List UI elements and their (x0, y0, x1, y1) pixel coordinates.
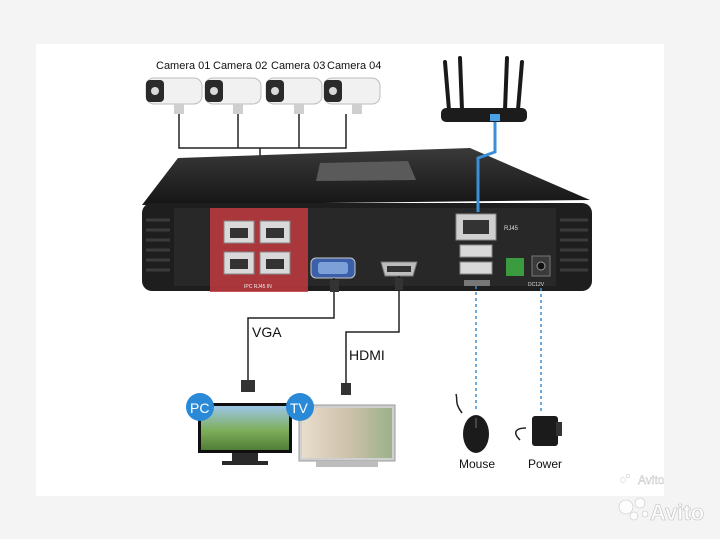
camera-label: Camera 01 (156, 60, 210, 72)
poe-ports-label: IPC RJ45 IN (244, 284, 272, 290)
usb-power-links (475, 286, 542, 412)
avito-logo-circle (629, 511, 639, 521)
router-body (441, 108, 527, 122)
avito-logo-circle (618, 499, 634, 515)
avito-watermark: Avito Avito (618, 473, 704, 525)
rj45-label: RJ45 (504, 226, 519, 232)
hdmi-plug-bottom (341, 383, 351, 395)
tv-badge-label: TV (290, 400, 309, 416)
ethernet-link (476, 122, 497, 212)
avito-logo-circle (634, 497, 646, 509)
nvr-top-vent (316, 161, 416, 181)
pc-monitor-screen (201, 406, 289, 450)
pc-monitor-stand (232, 453, 258, 461)
tv-screen: TV (286, 393, 396, 467)
camera-mount (352, 104, 362, 114)
poe-port-slots (230, 228, 284, 269)
avito-logo-circle (641, 510, 649, 518)
router (441, 56, 527, 122)
pc-monitor-base (222, 461, 268, 465)
tv-display (302, 408, 392, 458)
mouse-body (463, 415, 489, 453)
vga-cable (247, 278, 335, 380)
camera-lens (329, 87, 337, 95)
power-adapter-plug (556, 422, 562, 436)
alarm-terminal (506, 258, 524, 276)
camera-lens (210, 87, 218, 95)
vga-plug-top (330, 280, 339, 292)
vga-plug-bottom (241, 380, 255, 392)
camera-label: Camera 04 (327, 60, 381, 72)
dc-label: DC12V (528, 282, 545, 288)
mouse-cord (455, 393, 463, 414)
camera-01: Camera 01 (145, 60, 210, 114)
router-antenna (503, 56, 509, 112)
camera-lens (151, 87, 159, 95)
usb-label-strip (464, 280, 490, 286)
hdmi-port-slot (387, 266, 411, 272)
router-antenna (458, 56, 464, 112)
usb-port-lower (459, 261, 493, 275)
camera-mount (233, 104, 243, 114)
power-adapter: Power (515, 416, 562, 471)
pc-monitor: PC (186, 393, 292, 465)
camera-label: Camera 03 (271, 60, 325, 72)
power-cord (515, 427, 527, 441)
hdmi-plug-top (395, 278, 403, 290)
camera-lens (271, 87, 279, 95)
ethernet-cable (476, 122, 497, 212)
router-antenna (443, 60, 451, 112)
pc-badge-label: PC (190, 400, 209, 416)
avito-logo-dot (620, 477, 626, 483)
usb-port-upper (459, 244, 493, 258)
camera-bus-cable (178, 114, 347, 149)
avito-watermark-large: Avito (650, 500, 704, 525)
camera-mount (294, 104, 304, 114)
hdmi-cable (345, 276, 400, 383)
camera-group: Camera 01 Camera 02 Camera 03 (145, 60, 381, 114)
display-cables (247, 276, 400, 383)
dc-power-socket (536, 261, 546, 271)
rj45-port-slot (463, 220, 489, 234)
nvr-side-vents (146, 218, 588, 272)
vga-label: VGA (252, 324, 282, 340)
router-lan-port (490, 114, 500, 121)
nvr-recorder: IPC RJ45 IN RJ45 DC12V (142, 148, 592, 292)
camera-02: Camera 02 (204, 60, 267, 114)
camera-label: Camera 02 (213, 60, 267, 72)
camera-04: Camera 04 (323, 60, 381, 114)
avito-watermark-small: Avito (638, 473, 665, 487)
power-adapter-body (532, 416, 558, 446)
camera-mount (174, 104, 184, 114)
mouse-label: Mouse (459, 457, 495, 471)
tv-badge (286, 393, 314, 421)
power-label: Power (528, 457, 562, 471)
pc-badge (186, 393, 214, 421)
avito-logo-dot (625, 473, 631, 479)
router-antenna (516, 60, 524, 112)
tv-stand (316, 461, 378, 467)
camera-03: Camera 03 (265, 60, 325, 114)
mouse-device: Mouse (455, 393, 495, 471)
hdmi-label: HDMI (349, 347, 385, 363)
rj45-port (455, 213, 497, 241)
vga-port-pins (318, 262, 348, 274)
